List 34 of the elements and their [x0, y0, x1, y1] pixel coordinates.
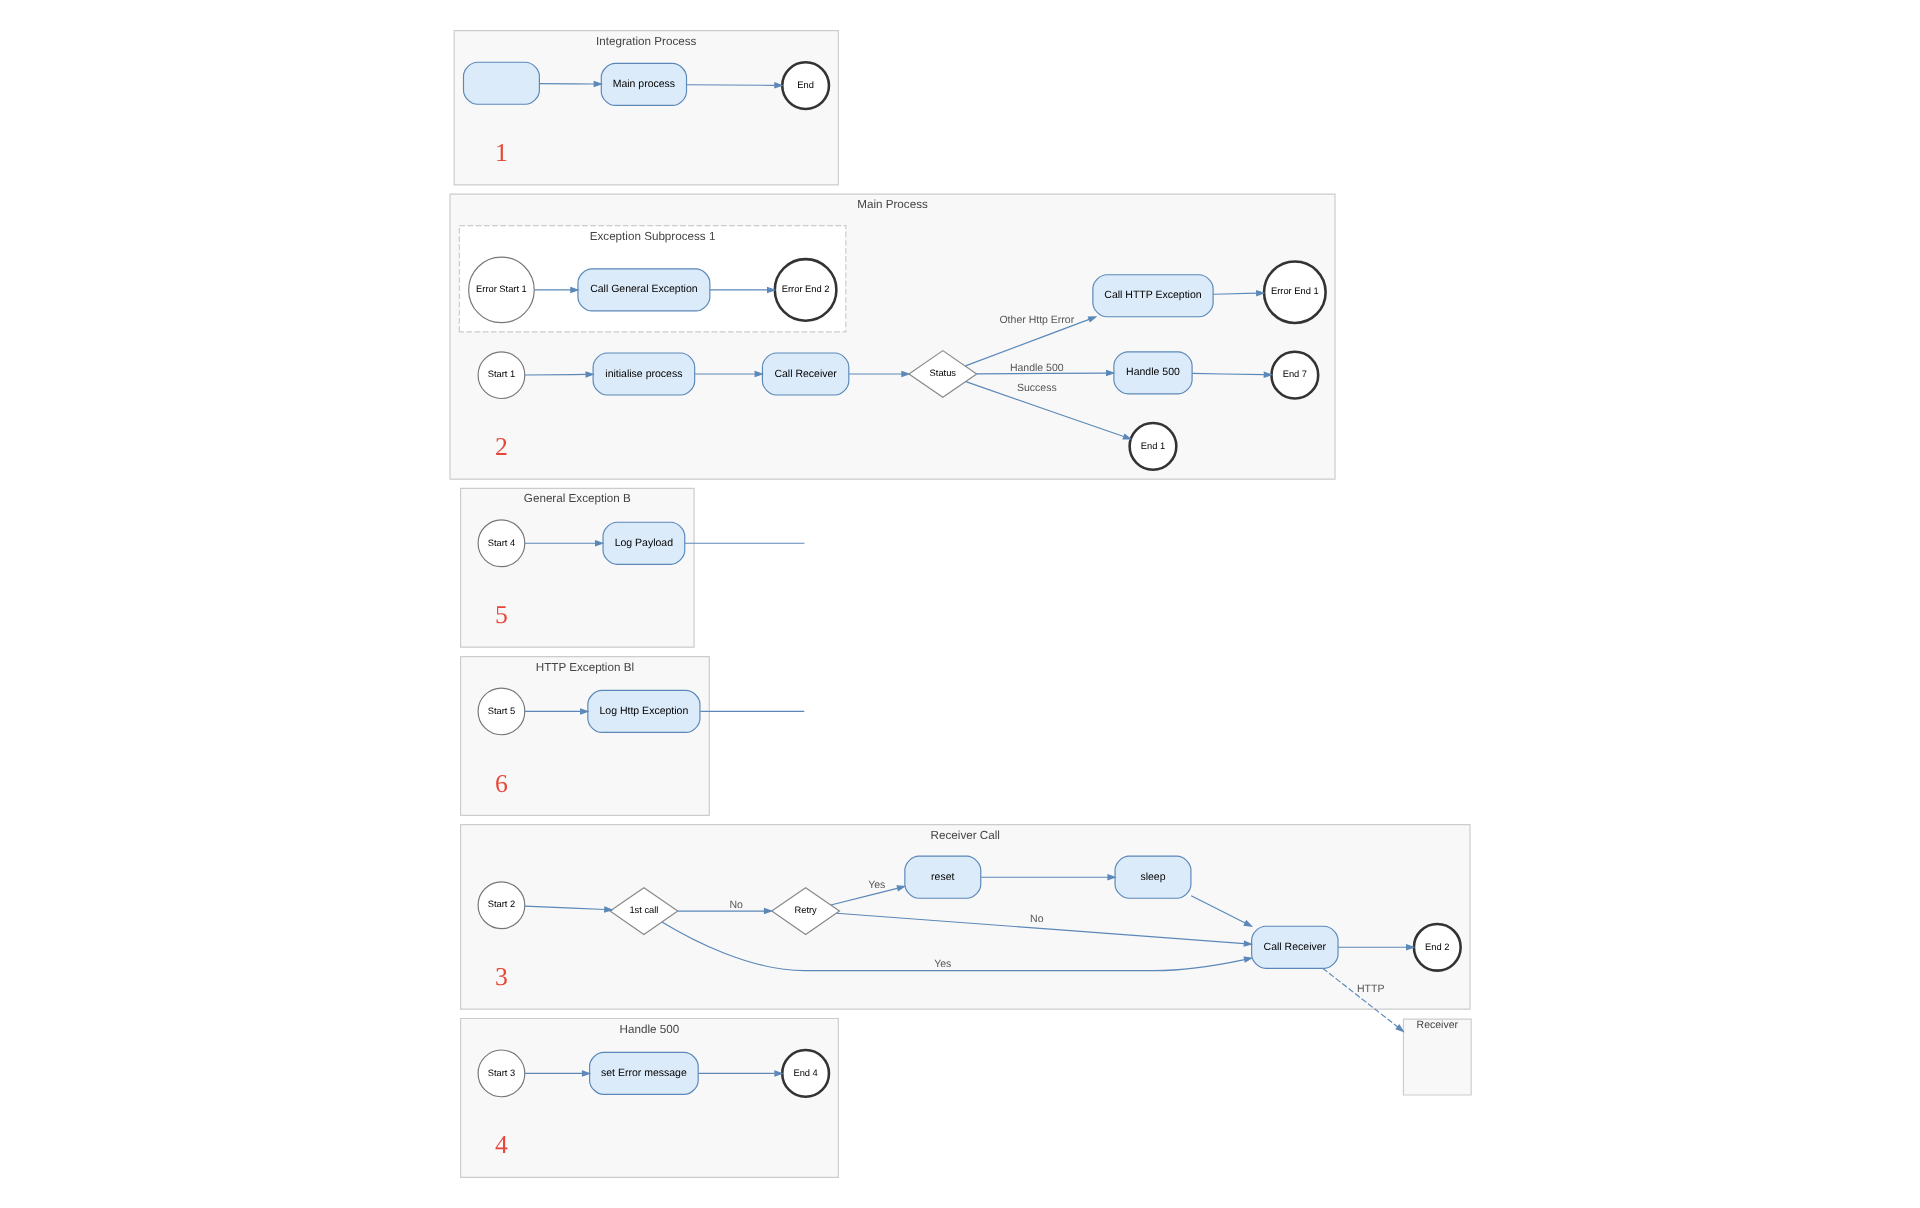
- arrow: [709, 286, 777, 294]
- label: 1: [495, 139, 508, 167]
- connector: [699, 710, 805, 712]
- label: 4: [495, 1131, 508, 1160]
- arrow: [538, 80, 603, 88]
- arrow: [835, 912, 1254, 947]
- arrow: [965, 381, 1133, 440]
- arrow: [661, 921, 1254, 972]
- label: 2: [495, 433, 508, 462]
- arrow: [677, 907, 774, 915]
- arrow: [524, 905, 614, 913]
- arrow: [964, 316, 1098, 367]
- arrow: [848, 370, 911, 378]
- arrow: [830, 885, 907, 906]
- label: 5: [495, 601, 508, 630]
- arrow: [1322, 967, 1405, 1033]
- arrow: [1190, 895, 1254, 927]
- arrow: [524, 371, 595, 378]
- arrow: [698, 1070, 784, 1077]
- arrow: [980, 873, 1117, 881]
- label: 3: [495, 963, 508, 992]
- arrow: [1337, 944, 1416, 951]
- connector: [684, 542, 805, 544]
- arrow: [524, 708, 590, 715]
- arrow: [524, 1070, 592, 1077]
- arrow: [533, 286, 580, 294]
- arrow: [524, 540, 605, 547]
- arrow: [685, 82, 784, 89]
- arrow: [694, 370, 764, 378]
- node-box: [462, 61, 540, 105]
- arrow: [1191, 371, 1274, 378]
- arrow: [1212, 289, 1266, 297]
- arrow: [975, 369, 1116, 377]
- label: 6: [495, 769, 508, 798]
